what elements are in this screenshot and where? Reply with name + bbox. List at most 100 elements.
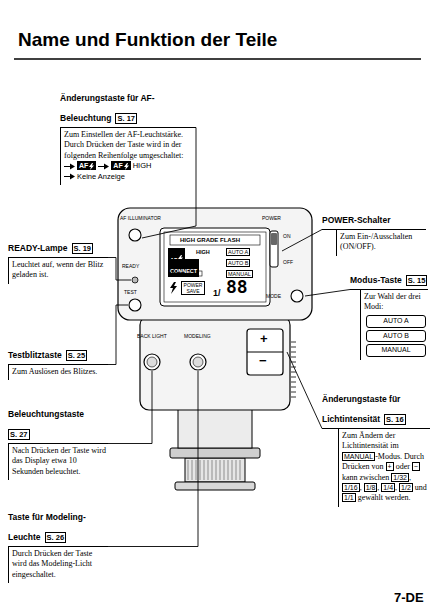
knurl-line	[208, 460, 209, 480]
body-text: HIGH	[133, 161, 152, 170]
body-text: Zum Ändern der Lichtintensität im	[342, 431, 399, 450]
page-ref: S. 26	[45, 532, 67, 543]
callout: POWER-SchalterZum Ein-/Ausschalten (ON/O…	[322, 208, 426, 256]
page-ref: S. 27	[8, 429, 30, 440]
knurl-line	[224, 460, 225, 480]
boxed-term: MANUAL	[342, 452, 375, 461]
body-text: Keine Anzeige	[77, 172, 125, 181]
mode-box: MANUAL	[366, 344, 426, 357]
arrow-head	[104, 163, 109, 169]
callout-heading: POWER-Schalter	[322, 208, 426, 230]
boxed-term: 1/16	[342, 483, 360, 492]
boxed-term: 1/8	[364, 483, 378, 492]
knurl-line	[240, 460, 241, 480]
callout-body: Durch Drücken der Taste wird das Modelin…	[8, 547, 108, 583]
illustration-part	[178, 405, 252, 448]
heading-text: Modus-Taste	[350, 275, 402, 285]
leader-line	[305, 290, 350, 297]
device-label: 88	[226, 278, 248, 296]
callout-body: Zur Wahl der drei Modi:AUTO AAUTO BMANUA…	[360, 290, 428, 360]
sequence-arrow	[64, 173, 75, 180]
callout-body: Zum Ändern der Lichtintensität im MANUAL…	[338, 429, 430, 507]
illustration-part	[190, 354, 206, 370]
knurl-line	[228, 460, 229, 480]
boxed-term: 1/32	[391, 473, 409, 482]
device-label: POWER	[262, 215, 281, 221]
leader-line	[108, 371, 152, 444]
mode-box: AUTO B	[366, 330, 426, 343]
illustration-part	[160, 228, 270, 306]
grille-line	[291, 352, 296, 353]
knurl-line	[212, 460, 213, 480]
heading-text: POWER-Schalter	[322, 215, 391, 225]
illustration-part	[170, 282, 177, 294]
device-label: HIGH	[196, 249, 210, 255]
callout: Beleuchtungstaste S. 27Nach Drücken der …	[8, 402, 108, 480]
device-label: OFF	[283, 259, 293, 265]
heading-text: Änderungstaste für AF-Beleuchtung	[60, 93, 155, 123]
device-label: MODELING	[184, 333, 211, 339]
sequence-arrow	[98, 163, 109, 170]
heading-text: Testblitztaste	[8, 350, 62, 360]
illustration-part	[129, 229, 141, 241]
illustration-part	[271, 233, 277, 245]
device-label: TEST	[124, 289, 137, 295]
body-text: gewählt werden.	[358, 493, 411, 502]
device-label: AUTO A	[226, 248, 250, 256]
body-text: und	[415, 483, 427, 492]
illustration-part	[185, 458, 245, 482]
knurl-line	[200, 460, 201, 480]
callout-heading: Testblitztaste S. 25	[8, 343, 108, 365]
heading-text: READY-Lampe	[8, 243, 68, 253]
grille-line	[291, 342, 296, 343]
arrow-shaft	[64, 166, 71, 167]
illustration-part	[118, 208, 312, 320]
device-label: WIDE	[170, 271, 184, 277]
grille-line	[291, 397, 296, 398]
page-ref: S. 16	[384, 414, 406, 425]
mode-name: AUTO B	[383, 332, 409, 339]
knurl-line	[196, 460, 197, 480]
callout-body: Zum Auslösen des Blitzes.	[8, 365, 108, 380]
illustration-part	[247, 352, 283, 353]
grille-line	[291, 347, 296, 348]
sequence-arrow	[64, 163, 75, 170]
page-number: 7-DE	[394, 590, 424, 605]
device-label: MODE	[266, 293, 281, 299]
leader-line	[287, 352, 322, 429]
illustration-part	[170, 448, 260, 458]
body-text: kann zwischen	[342, 473, 389, 482]
heading-text: Beleuchtungstaste	[8, 409, 84, 419]
illustration-part	[175, 482, 255, 490]
callout: Änderungstaste für AF-Beleuchtung S. 17 Z…	[60, 86, 196, 185]
device-label: 1/	[213, 288, 221, 298]
device-label: ON	[283, 233, 291, 239]
grille-line	[291, 387, 296, 388]
af-indicator: AF	[111, 161, 130, 170]
page-ref: S. 25	[66, 350, 88, 361]
boxed-term: 1/2	[399, 483, 413, 492]
af-indicator: AF	[77, 161, 96, 170]
knurl-line	[192, 460, 193, 480]
illustration-part	[14, 58, 421, 60]
boxed-term: 1/4	[381, 483, 395, 492]
callout-body: Leuchtet auf, wenn der Blitz geladen ist…	[8, 258, 108, 284]
knurl-line	[204, 460, 205, 480]
grille-line	[291, 357, 296, 358]
device-label: BACK LIGHT	[137, 333, 167, 339]
page-ref: S. 17	[115, 113, 137, 124]
arrow-shaft	[64, 176, 71, 177]
illustration-part	[132, 277, 138, 283]
illustration-part	[270, 231, 278, 267]
body-text: Durch Drücken der Taste wird das Modelin…	[12, 549, 92, 579]
callout-heading: READY-Lampe S. 19	[8, 236, 108, 258]
illustration-part	[129, 299, 141, 311]
boxed-term: 1/1	[342, 493, 356, 502]
body-text: ,	[377, 483, 379, 492]
body-text: Zum Einstellen der AF-Leuchtstärke. Durc…	[64, 130, 184, 160]
grille-line	[291, 377, 296, 378]
callout-body: Zum Einstellen der AF-Leuchtstärke. Durc…	[60, 128, 196, 185]
body-text: Leuchtet auf, wenn der Blitz geladen ist…	[12, 260, 103, 279]
body-text: Zum Auslösen des Blitzes.	[12, 367, 97, 376]
illustration-part	[140, 316, 290, 410]
